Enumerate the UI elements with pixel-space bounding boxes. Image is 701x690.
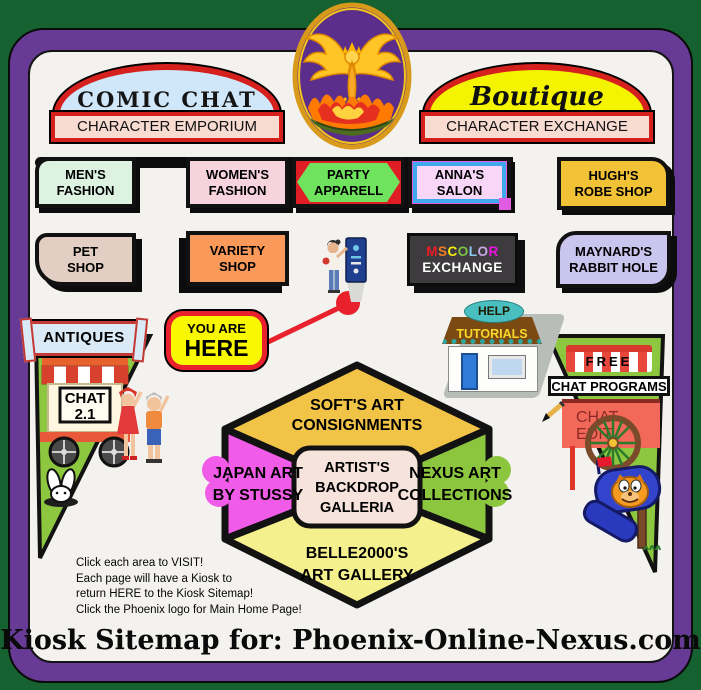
instructions-line: Each page will have a Kiosk to (76, 572, 232, 585)
hex-center-label-3: GALLERIA (320, 500, 395, 516)
you-are-here-line1: YOU ARE (187, 321, 246, 336)
comic-chat-title: COMIC CHAT (77, 87, 257, 112)
instructions-line: Click each area to VISIT! (76, 557, 204, 569)
instructions-line: Click the Phoenix logo for Main Home Pag… (76, 603, 302, 616)
hex-bottom-label-1: BELLE2000'S (306, 545, 409, 562)
garfield-icon (611, 474, 649, 508)
shop-label: HUGH'S (588, 167, 639, 183)
boutique-title: Boutique (470, 82, 604, 112)
antiques-banner[interactable]: ANTIQUES (28, 321, 140, 356)
free-awning[interactable]: FREE (566, 345, 652, 372)
building-window (488, 355, 526, 379)
shop-label: ANNA'S (434, 166, 485, 182)
help-tutorials-building[interactable]: TUTORIALS HELP (440, 300, 566, 398)
party-arrow-shape (297, 163, 400, 202)
shop-label: PARTY (326, 166, 371, 182)
chat-cart-label-2: 2.1 (75, 406, 96, 423)
shop-label: SHOP (67, 259, 104, 275)
shop-label: ROBE SHOP (574, 183, 653, 199)
hex-top-label-2: CONSIGNMENTS (292, 417, 423, 434)
shop-label: EXCHANGE (422, 259, 503, 275)
character-emporium-label: CHARACTER EMPORIUM (76, 118, 257, 135)
label-bumps (202, 456, 511, 507)
visitors-illustration (117, 387, 170, 463)
shop-label: MAYNARD'S (574, 243, 652, 259)
annas-salon-inner: ANNA'S SALON (413, 162, 506, 203)
chat-edit-label-2: EDIT (576, 426, 613, 443)
antiques-label: ANTIQUES (43, 329, 125, 346)
shop-label: FASHION (208, 182, 267, 198)
hex-top-label-1: SOFT'S ART (310, 397, 404, 414)
annas-corner-accent (499, 198, 511, 210)
shop-ms-color-exchange[interactable]: MSCOLOR EXCHANGE (407, 233, 518, 286)
shop-label: SALON (436, 182, 483, 198)
pencil-icon (542, 400, 566, 422)
character-emporium-sign[interactable]: CHARACTER EMPORIUM (51, 112, 283, 142)
shop-label: FASHION (56, 182, 115, 198)
shop-womens-fashion[interactable]: WOMEN'S FASHION (186, 157, 289, 208)
instructions-text: Click each area to VISIT! Each page will… (76, 556, 302, 618)
phoenix-flames-icon (308, 94, 394, 136)
grass-tufts (643, 545, 661, 551)
shop-label: WOMEN'S (205, 166, 270, 182)
cart-pole (570, 446, 575, 490)
shop-label: MEN'S (65, 166, 106, 182)
hex-left-label-2: BY STUSSY (213, 487, 304, 504)
chat-programs-label: CHAT PROGRAMS (551, 379, 667, 394)
free-label: FREE (585, 354, 633, 369)
cart-wheel-icon (585, 415, 641, 471)
building-door (461, 353, 478, 390)
shop-variety-shop[interactable]: VARIETY SHOP (186, 231, 289, 286)
shop-pet-shop[interactable]: PET SHOP (35, 233, 136, 286)
shop-label: APPARELL (313, 182, 384, 198)
ms-color-rainbow: MSCOLOR (426, 243, 499, 259)
character-exchange-sign[interactable]: CHARACTER EXCHANGE (421, 112, 653, 142)
instructions-line: return HERE to the Kiosk Sitemap! (76, 588, 254, 600)
shop-label: SHOP (219, 258, 256, 274)
character-exchange-label: CHARACTER EXCHANGE (446, 118, 628, 135)
artists-backdrop-galleria-area[interactable] (291, 445, 423, 529)
shop-hughs-robe-shop[interactable]: HUGH'S ROBE SHOP (557, 157, 670, 210)
hex-left-label-1: JAPAN ART (213, 465, 303, 482)
shop-annas-salon[interactable]: ANNA'S SALON (408, 157, 511, 210)
shop-maynards-rabbit-hole[interactable]: MAYNARD'S RABBIT HOLE (556, 231, 671, 288)
hex-right-label-2: COLLECTIONS (398, 487, 513, 504)
help-label: HELP (477, 304, 510, 318)
you-are-here-bubble: YOU ARE HERE (166, 311, 267, 370)
hex-right-label-1: NEXUS ART (409, 465, 501, 482)
tutorials-label: TUTORIALS (456, 327, 528, 341)
you-are-here-line2: HERE (184, 335, 249, 361)
shop-label: PET (72, 243, 99, 259)
chat-cart-label-1: CHAT (65, 390, 106, 407)
shop-label: RABBIT HOLE (569, 259, 658, 275)
shop-label: VARIETY (209, 242, 266, 258)
kiosk-user-illustration (322, 237, 367, 302)
hex-bottom-label-2: ART GALLERY (300, 567, 414, 584)
help-sign: HELP (464, 300, 524, 323)
building-facade (448, 346, 538, 392)
shop-party-apparel[interactable]: PARTY APPARELL (292, 157, 405, 208)
chat-edit-label-1: CHAT (576, 409, 619, 426)
shop-mens-fashion[interactable]: MEN'S FASHION (35, 157, 136, 208)
chat-programs-banner[interactable]: CHAT PROGRAMS (548, 376, 670, 396)
rabbit-in-hole-icon (44, 468, 78, 507)
hex-center-label-2: BACKDROP (315, 480, 399, 496)
cart-awning-stripes (41, 365, 129, 385)
hex-center-label-1: ARTIST'S (324, 460, 390, 476)
phoenix-logo[interactable] (292, 2, 412, 150)
page-title: Kiosk Sitemap for: Phoenix-Online-Nexus.… (0, 625, 701, 656)
cart-wheels (48, 436, 130, 468)
garfield-mailbox-illustration[interactable] (580, 452, 672, 556)
